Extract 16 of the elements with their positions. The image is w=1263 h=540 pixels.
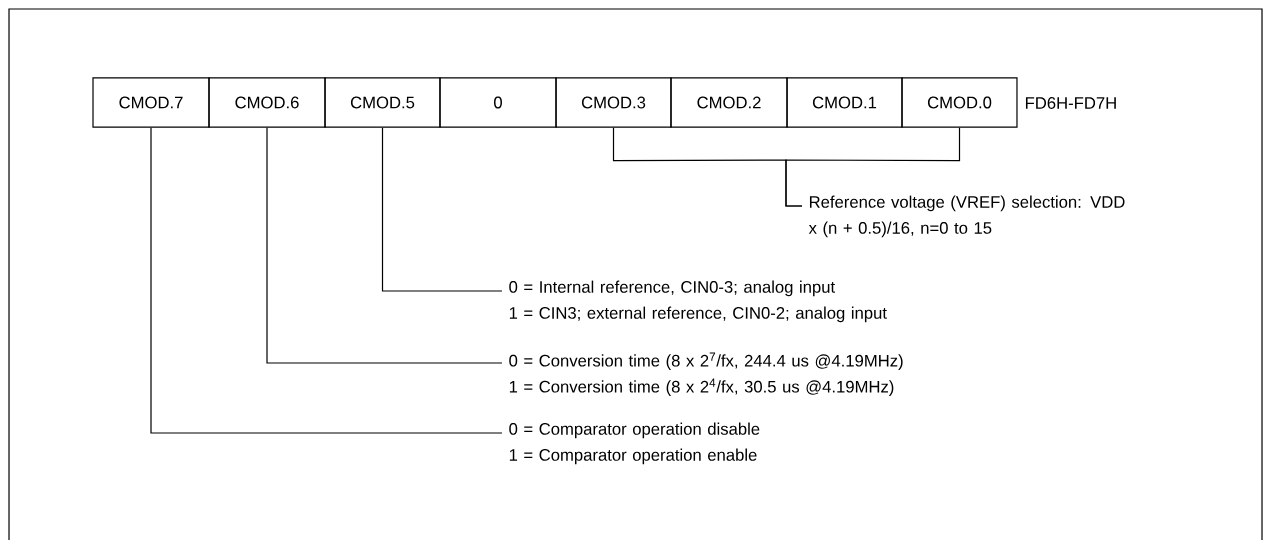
description-text: Reference voltage (VREF) selection: VDD x (n + 0.5)/16, n=0 to 15 (808, 195, 1125, 238)
description-text: 0 = Conversion time (8 x 2$^{7}$/fx, 244.4 us @4.19MHz) 1 = Conversion time (8 x 2$^{4}$/fx, 30.5 us @4.19MHz) (509, 352, 903, 396)
register-cell: CMOD.6 (208, 77, 326, 128)
register-cell: CMOD.3 (555, 77, 672, 128)
connector-line (150, 127, 503, 434)
register-cell: CMOD.1 (786, 77, 903, 128)
register-cell: 0 (439, 77, 557, 128)
description-text: 0 = Comparator operation disable 1 = Comparator operation enable (509, 422, 760, 465)
connector-line (785, 127, 961, 207)
register-cell: CMOD.5 (324, 77, 441, 128)
description-text: 0 = Internal reference, CIN0-3; analog input 1 = CIN3; external reference, CIN0-2; analog input (509, 280, 887, 323)
register-cell: CMOD.2 (670, 77, 788, 128)
connector-line (266, 127, 503, 364)
connector-line (381, 127, 503, 292)
register-cell: CMOD.7 (92, 77, 210, 128)
register-cell: CMOD.0 (901, 77, 1018, 128)
